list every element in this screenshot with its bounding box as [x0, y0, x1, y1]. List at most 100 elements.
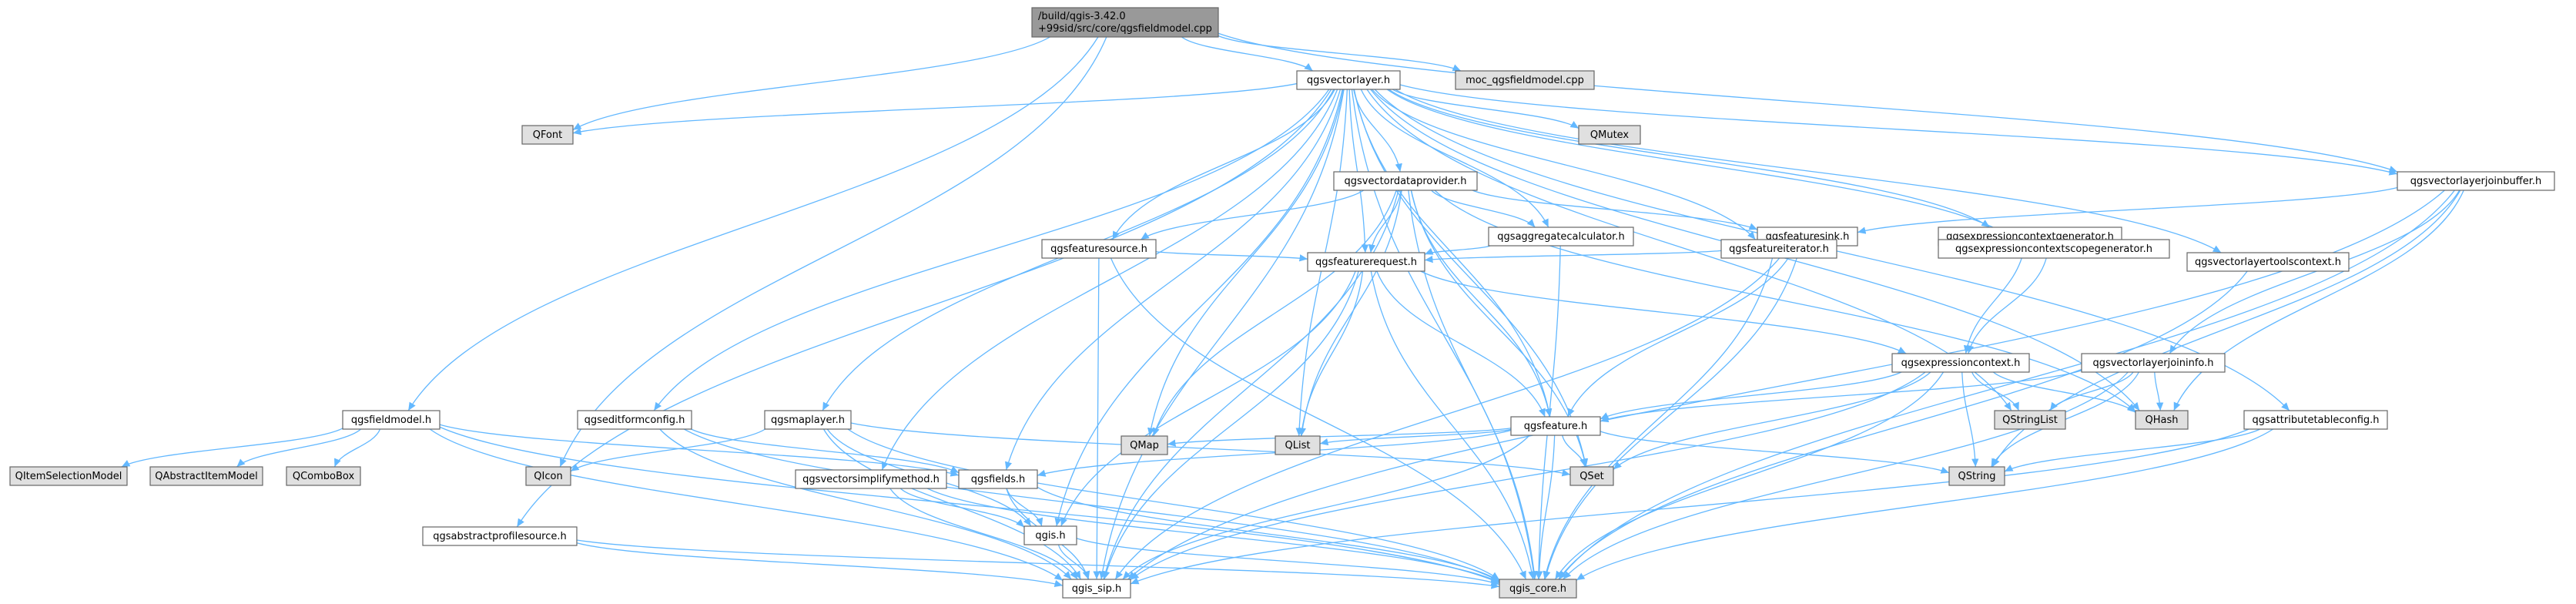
- edge-qgsvectorlayerjoininfo_h-to-QHash: [2154, 371, 2164, 411]
- node-label: qgsexpressioncontext.h: [1901, 357, 2021, 369]
- node-qgsexpressioncontextscopegenerator_h[interactable]: qgsexpressioncontextscopegenerator.h: [1938, 239, 2170, 259]
- node-qgsmaplayer_h[interactable]: qgsmaplayer.h: [764, 410, 852, 430]
- edge-qgsattributetableconfig_h-to-qgis_core_h: [1576, 428, 2274, 581]
- edge-qgsfeatureiterator_h-to-qgsfeaturerequest_h: [1424, 250, 1722, 263]
- edge-qgsfeaturesource_h-to-qgsfeaturerequest_h: [1155, 250, 1308, 262]
- node-qgsfields_h[interactable]: qgsfields.h: [958, 469, 1038, 489]
- node-label: qgsvectorlayerjoininfo.h: [2092, 357, 2213, 369]
- node-label: qgsfieldmodel.h: [351, 414, 431, 426]
- node-label: qgsvectorlayer.h: [1307, 75, 1390, 86]
- edge-qgsmaplayer_h-to-qgis_sip_h: [822, 428, 1082, 580]
- edge-qgsvectorlayer_h-to-qgseditformconfig_h: [653, 89, 1330, 411]
- edge-qgsvectordataprovider_h-to-qgsfeaturerequest_h: [1368, 190, 1402, 253]
- node-qgsfeaturerequest_h[interactable]: qgsfeaturerequest.h: [1307, 252, 1425, 272]
- node-label: qgseditformconfig.h: [585, 414, 685, 426]
- edge-qgsfeaturerequest_h-to-qgis_core_h: [1370, 270, 1536, 580]
- node-label: QSet: [1579, 471, 1604, 482]
- node-qgseditformconfig_h[interactable]: qgseditformconfig.h: [577, 410, 692, 430]
- node-qgsvectorsimplifymethod_h[interactable]: qgsvectorsimplifymethod.h: [795, 469, 947, 489]
- edge-qgsfieldmodel_h-to-qgsfields_h: [439, 424, 960, 477]
- node-qgsabstractprofilesource_h[interactable]: qgsabstractprofilesource.h: [422, 526, 578, 546]
- node-qgsvectordataprovider_h[interactable]: qgsvectordataprovider.h: [1333, 171, 1478, 191]
- edge-qgsvectorlayerjoinbuffer_h-to-qgsvectorlayerjoininfo_h: [2169, 190, 2460, 354]
- node-box: [1891, 353, 2030, 373]
- node-qgsfieldmodel_cpp: /build/qgis-3.42.0+99sid/src/core/qgsfie…: [1031, 7, 1219, 38]
- node-box: [1578, 125, 1641, 145]
- node-label: QAbstractItemModel: [155, 471, 257, 482]
- node-label: QMutex: [1590, 129, 1630, 141]
- node-label: QHash: [2146, 414, 2179, 426]
- edge-qgsexpressioncontextscopegenerator_h-to-qgsexpressioncontext_h: [1967, 257, 2047, 354]
- node-box: [1455, 70, 1595, 90]
- edge-qgsvectordataprovider_h-to-qgsfeature_h: [1410, 190, 1553, 418]
- edge-qgsvectorlayer_h-to-qgsexpressioncontextscopegenerator_h: [1386, 89, 2016, 240]
- edge-qgsvectorsimplifymethod_h-to-qgis_h: [899, 488, 1025, 528]
- node-qgsaggregatecalculator_h[interactable]: qgsaggregatecalculator.h: [1488, 226, 1634, 247]
- edge-qgsvectorlayer_h-to-qgsvectorlayerjoinbuffer_h: [1399, 84, 2398, 176]
- node-box: [1994, 410, 2066, 430]
- edge-qgsfeaturerequest_h-to-qgis_sip_h: [1103, 270, 1359, 580]
- edge-qgsvectorlayerjoininfo_h-to-qgsfeature_h: [1600, 370, 2082, 423]
- node-box: [1720, 239, 1837, 259]
- edge-qgsexpressioncontextgenerator_h-to-qgsexpressioncontext_h: [1963, 245, 2026, 354]
- node-qgsvectorlayerjoinbuffer_h[interactable]: qgsvectorlayerjoinbuffer.h: [2397, 171, 2555, 191]
- node-qgsfieldmodel_h[interactable]: qgsfieldmodel.h: [342, 410, 440, 430]
- node-qgsattributetableconfig_h[interactable]: qgsattributetableconfig.h: [2243, 410, 2388, 430]
- node-label: /build/qgis-3.42.0: [1038, 11, 1126, 22]
- edge-qgsaggregatecalculator_h-to-qgis_core_h: [1535, 245, 1561, 580]
- node-box: [958, 469, 1038, 489]
- edge-qgsfeaturesink_h-to-qgsfeature_h: [1567, 245, 1796, 418]
- node-box: [1296, 70, 1401, 90]
- node-box: [1031, 7, 1219, 38]
- edge-qgsfieldmodel_cpp-to-qgsvectorlayerjoinbuffer_h: [1218, 32, 2398, 173]
- edge-qgsexpressioncontext_h-to-qgsfeature_h: [1600, 371, 1902, 420]
- edge-qgsvectordataprovider_h-to-qgsaggregatecalculator_h: [1431, 190, 1536, 228]
- node-label: QStringList: [2002, 414, 2058, 426]
- node-label: qgsexpressioncontextscopegenerator.h: [1955, 243, 2152, 255]
- node-box: [1041, 239, 1157, 259]
- node-label: QMap: [1130, 440, 1159, 451]
- edge-qgseditformconfig_h-to-qgsfields_h: [691, 428, 960, 474]
- edge-qgsmaplayer_h-to-QIcon: [570, 428, 765, 472]
- edge-qgsvectorlayer_h-to-qgsvectorlayertoolscontext_h: [1395, 89, 2222, 253]
- edge-qgsaggregatecalculator_h-to-qgsfeaturerequest_h: [1424, 245, 1491, 255]
- node-label: qgsaggregatecalculator.h: [1497, 231, 1624, 243]
- edge-qgsvectorlayer_h-to-qgsfeaturesource_h: [1112, 89, 1335, 240]
- node-QHash: QHash: [2135, 410, 2189, 430]
- node-label: QFont: [533, 129, 563, 141]
- edge-qgsabstractprofilesource_h-to-qgis_sip_h: [576, 542, 1064, 587]
- edge-qgsvectordataprovider_h-to-qgsfeaturesink_h: [1472, 190, 1758, 230]
- node-box: [521, 125, 574, 145]
- node-label: qgis_core.h: [1509, 583, 1566, 595]
- node-label: qgis.h: [1035, 530, 1065, 542]
- edge-qgsvectorlayer_h-to-qgis_h: [1054, 89, 1343, 527]
- node-qgsexpressioncontext_h[interactable]: qgsexpressioncontext.h: [1891, 353, 2030, 373]
- node-QMap: QMap: [1121, 435, 1168, 455]
- edge-qgsfeature_h-to-qgis_sip_h: [1122, 435, 1530, 580]
- node-qgsfeatureiterator_h[interactable]: qgsfeatureiterator.h: [1720, 239, 1837, 259]
- node-label: qgsvectordataprovider.h: [1345, 176, 1467, 187]
- node-qgsvectorlayertoolscontext_h[interactable]: qgsvectorlayertoolscontext.h: [2186, 252, 2350, 272]
- node-qgsvectorlayerjoininfo_h[interactable]: qgsvectorlayerjoininfo.h: [2081, 353, 2226, 373]
- node-box: [1062, 579, 1131, 599]
- nodes-layer: /build/qgis-3.42.0+99sid/src/core/qgsfie…: [9, 7, 2555, 599]
- edge-qgsvectorlayerjoinbuffer_h-to-qgsfeaturesink_h: [1857, 186, 2398, 234]
- node-qgsfeature_h[interactable]: qgsfeature.h: [1510, 416, 1601, 436]
- edge-qgsvectorsimplifymethod_h-to-qgis_core_h: [926, 488, 1500, 583]
- node-QAbstractItemModel: QAbstractItemModel: [149, 466, 263, 486]
- node-qgsvectorlayer_h[interactable]: qgsvectorlayer.h: [1296, 70, 1401, 90]
- node-box: [577, 410, 692, 430]
- edge-qgsfeaturerequest_h-to-qgis_h: [1060, 270, 1356, 527]
- node-qgsfeaturesource_h[interactable]: qgsfeaturesource.h: [1041, 239, 1157, 259]
- node-qgis_sip_h[interactable]: qgis_sip.h: [1062, 579, 1131, 599]
- node-box: [1499, 579, 1577, 599]
- edge-qgsvectorlayer_h-to-QMap: [1147, 89, 1344, 437]
- edge-qgsfeature_h-to-QSet: [1562, 435, 1587, 468]
- edge-qgsfeature_h-to-QList: [1319, 428, 1512, 446]
- edge-qgsvectorlayer_h-to-qgis_sip_h: [1099, 89, 1345, 580]
- node-label: qgis_sip.h: [1072, 583, 1121, 595]
- node-box: [1307, 252, 1425, 272]
- node-qgis_h[interactable]: qgis.h: [1023, 525, 1077, 545]
- edge-qgsvectordataprovider_h-to-qgsfeaturesource_h: [1140, 190, 1365, 240]
